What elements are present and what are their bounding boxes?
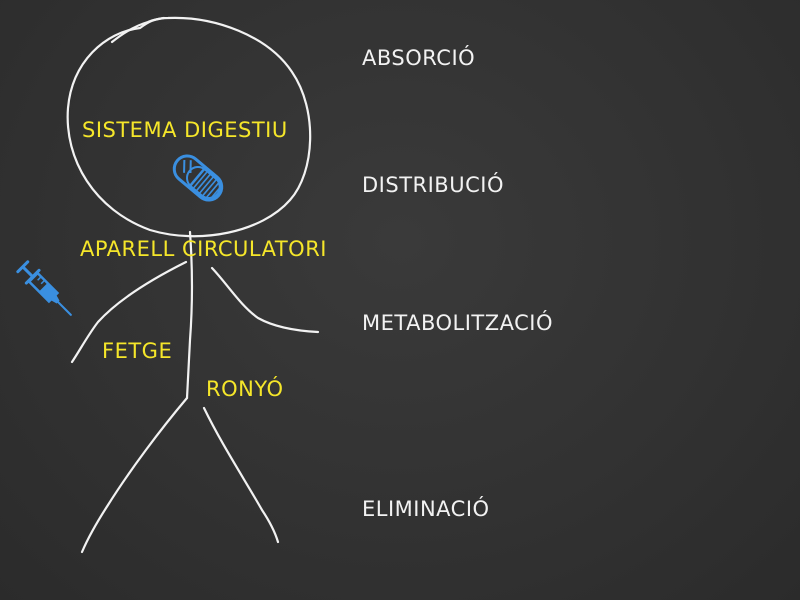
- stage-distribucio: DISTRIBUCIÓ: [362, 173, 504, 197]
- figure-torso: [185, 230, 193, 400]
- figure-head-overstroke: [110, 16, 166, 44]
- figure-right-leg: [202, 406, 280, 544]
- stage-metabolitzacio: METABOLITZACIÓ: [362, 311, 554, 335]
- figure-right-arm: [210, 266, 320, 334]
- label-ronyo: RONYÓ: [206, 377, 284, 401]
- figure-left-leg: [80, 396, 189, 554]
- label-sistema-digestiu: SISTEMA DIGESTIU: [82, 118, 288, 142]
- stage-absorcio: ABSORCIÓ: [362, 46, 476, 70]
- label-fetge: FETGE: [102, 339, 173, 363]
- syringe-icon: [16, 260, 72, 316]
- stage-eliminacio: ELIMINACIÓ: [362, 497, 490, 521]
- figure-left-arm: [70, 260, 188, 364]
- pill-icon: [172, 154, 224, 202]
- label-aparell-circulatori: APARELL CIRCULATORI: [80, 237, 327, 261]
- figure-head: [66, 16, 312, 238]
